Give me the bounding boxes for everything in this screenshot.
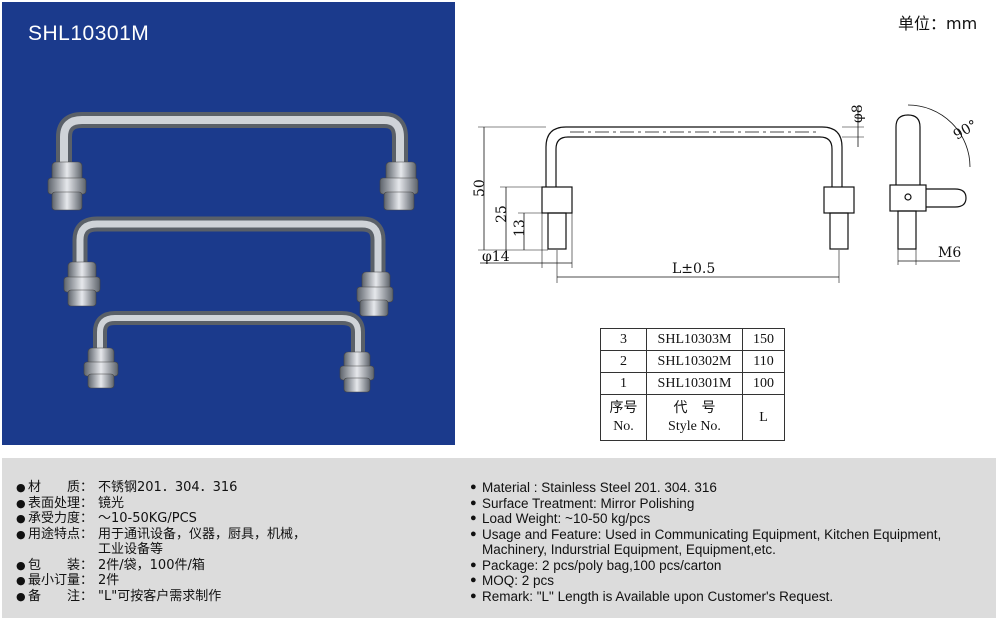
bullet-icon: ● <box>16 558 26 572</box>
spec-row-package-en: ● Package: 2 pcs/poly bag,100 pcs/carton <box>470 558 990 574</box>
spec-value: "L"可按客户需求制作 <box>98 588 222 604</box>
spec-value: 2件 <box>98 573 120 588</box>
table-row: 3 SHL10303M 150 <box>600 328 785 351</box>
bullet-icon: ● <box>16 512 26 525</box>
row-code: SHL10301M <box>646 372 743 395</box>
spec-row-load: ● 承受力度： ～10-50KG/PCS <box>16 511 456 527</box>
spec-value: 不锈钢201．304．316 <box>98 480 238 495</box>
spec-row-material: ● 材 质： 不锈钢201．304．316 <box>16 480 456 496</box>
dim-90-degree: 90° <box>951 117 981 143</box>
specs-chinese: ● 材 质： 不锈钢201．304．316 ● 表面处理： 镜光 ● 承受力度：… <box>16 480 456 604</box>
row-index: 3 <box>600 328 647 351</box>
spec-row-surface-en: ● Surface Treatment: Mirror Polishing <box>470 496 990 512</box>
product-info-band: ● 材 质： 不锈钢201．304．316 ● 表面处理： 镜光 ● 承受力度：… <box>2 458 996 618</box>
spec-label: 包 装： <box>28 557 94 573</box>
bullet-icon: ● <box>16 574 26 587</box>
dim-height-25: 25 <box>494 205 510 223</box>
row-code: SHL10302M <box>646 350 743 373</box>
bullet-icon: ● <box>16 496 26 510</box>
bullet-icon: ● <box>470 496 477 509</box>
model-spec-table: 3 SHL10303M 150 2 SHL10302M 110 1 SHL103… <box>600 328 785 441</box>
spec-label: 最小订量： <box>28 573 94 588</box>
spec-text-en: Package: 2 pcs/poly bag,100 pcs/carton <box>482 557 722 573</box>
dim-phi8: φ8 <box>850 104 866 123</box>
bullet-icon: ● <box>470 527 477 540</box>
spec-text-en: Load Weight: ~10-50 kg/pcs <box>482 511 651 526</box>
product-photo-panel: SHL10301M <box>2 2 455 445</box>
header-index: 序号 No. <box>600 394 647 441</box>
spec-label: 备 注： <box>28 588 94 604</box>
product-model-title: SHL10301M <box>28 22 150 45</box>
spec-row-usage: ● 用途特点： 用于通讯设备，仪器，厨具，机械， 工业设备等 <box>16 527 456 558</box>
spec-text-en: Material : Stainless Steel 201. 304. 316 <box>482 480 717 495</box>
handle-large <box>47 112 419 211</box>
dim-height-13: 13 <box>512 219 528 237</box>
header-code-cn: 代 号 <box>673 400 716 416</box>
header-length: L <box>742 394 785 441</box>
row-index: 1 <box>600 372 647 395</box>
table-header-row: 序号 No. 代 号 Style No. L <box>600 394 785 441</box>
handle-small <box>83 311 375 393</box>
row-length: 100 <box>742 372 785 395</box>
bullet-icon: ● <box>16 481 26 494</box>
table-row: 1 SHL10301M 100 <box>600 372 785 395</box>
spec-value: ～10-50KG/PCS <box>98 511 197 526</box>
spec-row-surface: ● 表面处理： 镜光 <box>16 496 456 512</box>
spec-row-load-en: ● Load Weight: ~10-50 kg/pcs <box>470 511 990 527</box>
spec-row-remark-en: ● Remark: "L" Length is Available upon C… <box>470 589 990 605</box>
bullet-icon: ● <box>470 481 477 493</box>
header-index-en: No. <box>613 418 634 434</box>
row-length: 150 <box>742 328 785 351</box>
header-index-cn: 序号 <box>609 400 638 416</box>
technical-drawing: φ8 90° 50 25 13 φ14 L±0.5 M6 <box>472 104 981 283</box>
spec-text-en: Usage and Feature: Used in Communicating… <box>482 526 942 558</box>
spec-value: 镜光 <box>98 495 125 511</box>
bullet-icon: ● <box>470 589 477 602</box>
bullet-icon: ● <box>16 589 26 603</box>
dim-height-50: 50 <box>472 179 488 197</box>
bullet-icon: ● <box>16 527 26 541</box>
spec-text-en: Remark: "L" Length is Available upon Cus… <box>482 588 834 604</box>
spec-label: 表面处理： <box>28 495 94 511</box>
spec-text-en: Surface Treatment: Mirror Polishing <box>482 495 695 511</box>
spec-text-en: MOQ: 2 pcs <box>482 573 555 588</box>
spec-value: 用于通讯设备，仪器，厨具，机械， 工业设备等 <box>98 526 307 558</box>
spec-row-moq-en: ● MOQ: 2 pcs <box>470 573 990 589</box>
spec-row-moq: ● 最小订量： 2件 <box>16 573 456 589</box>
handle-medium <box>63 216 394 317</box>
handles-illustration <box>47 112 419 393</box>
dim-phi14: φ14 <box>482 249 510 265</box>
spec-label: 用途特点： <box>28 526 94 542</box>
spec-value: 2件/袋，100件/箱 <box>98 557 205 573</box>
dim-m6: M6 <box>938 245 961 261</box>
row-length: 110 <box>742 350 785 373</box>
spec-row-package: ● 包 装： 2件/袋，100件/箱 <box>16 558 456 574</box>
unit-label: 单位：mm <box>898 14 978 33</box>
bullet-icon: ● <box>470 574 477 586</box>
bullet-icon: ● <box>470 558 477 571</box>
dim-length: L±0.5 <box>672 261 715 277</box>
spec-label: 承受力度： <box>28 511 94 526</box>
row-index: 2 <box>600 350 647 373</box>
spec-label: 材 质： <box>28 480 94 495</box>
row-code: SHL10303M <box>646 328 743 351</box>
spec-row-material-en: ● Material : Stainless Steel 201. 304. 3… <box>470 480 990 496</box>
bullet-icon: ● <box>470 512 477 524</box>
specs-english: ● Material : Stainless Steel 201. 304. 3… <box>470 480 990 604</box>
spec-row-remark: ● 备 注： "L"可按客户需求制作 <box>16 589 456 605</box>
spec-row-usage-en: ● Usage and Feature: Used in Communicati… <box>470 527 990 558</box>
header-code-en: Style No. <box>668 418 721 434</box>
table-row: 2 SHL10302M 110 <box>600 350 785 373</box>
header-code: 代 号 Style No. <box>646 394 743 441</box>
